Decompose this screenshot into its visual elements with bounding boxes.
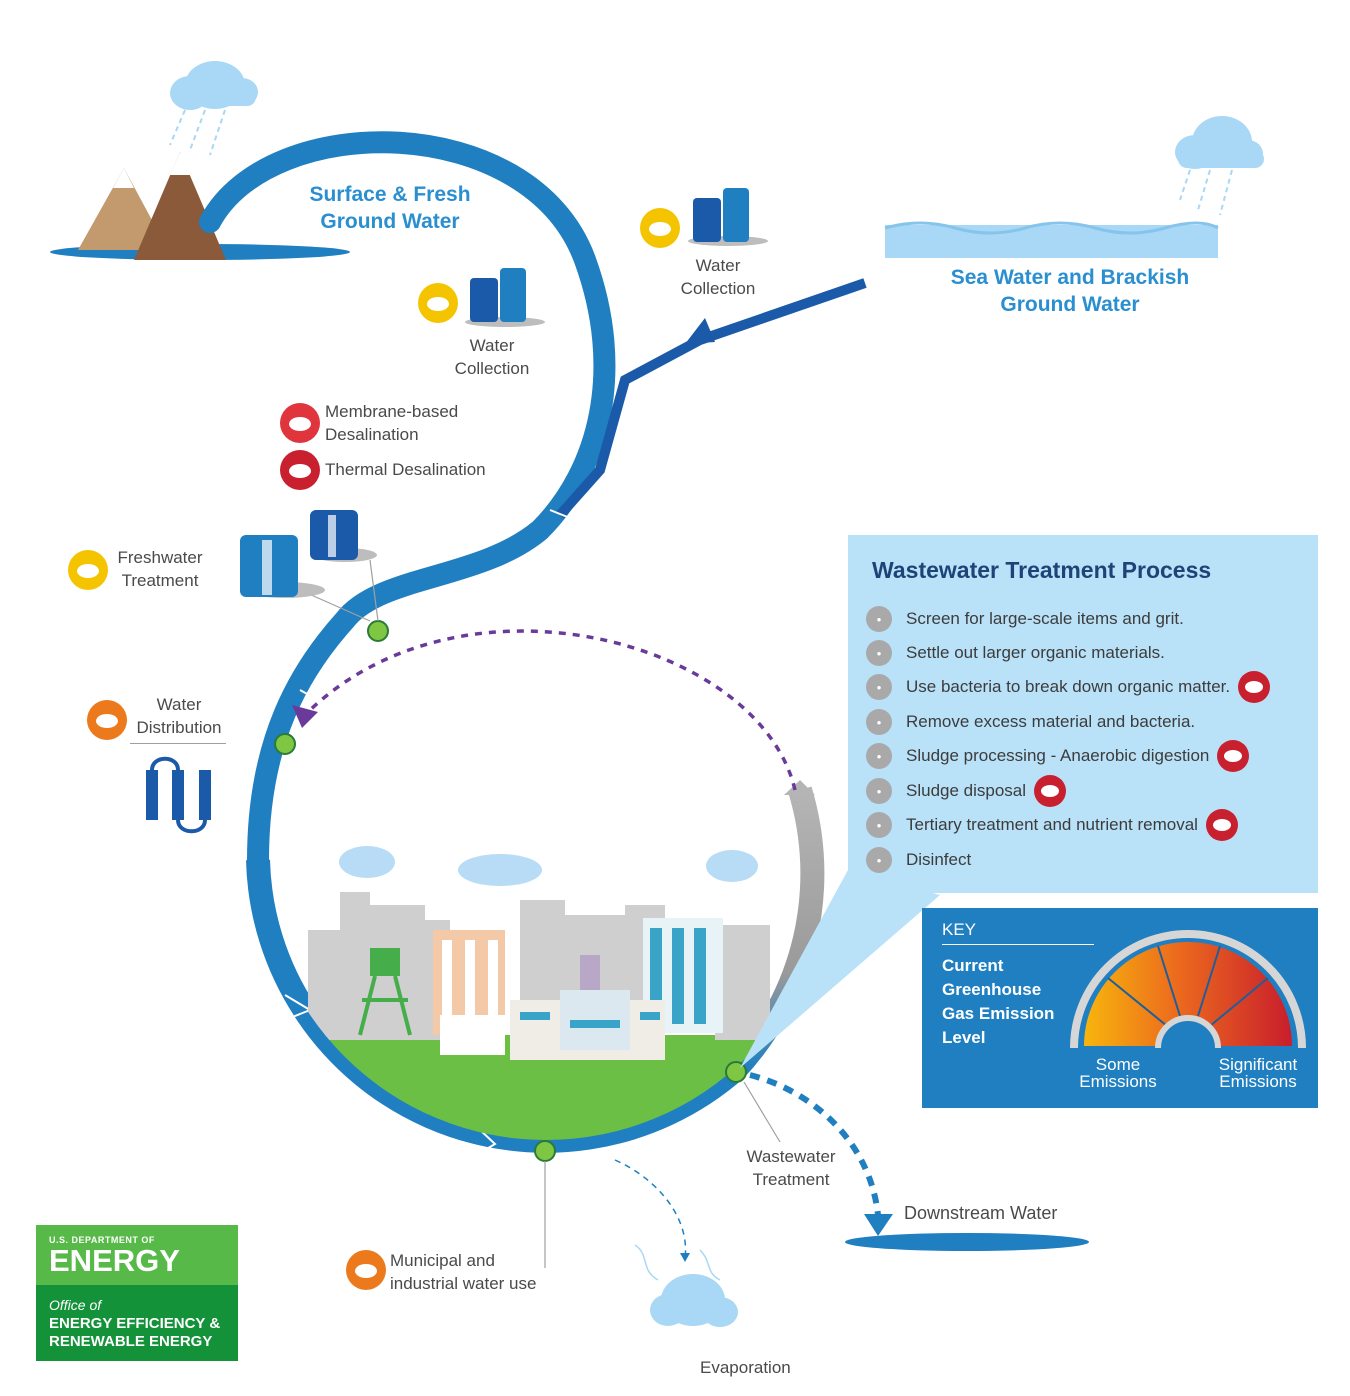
step-text: Sludge processing - Anaerobic digestion	[906, 746, 1210, 765]
step-icon: •	[866, 847, 892, 873]
thermal-desalination-label: Thermal Desalination	[325, 460, 486, 479]
wastewater-step: • Remove excess material and bacteria.	[866, 707, 1195, 737]
logo-office-text: Office of	[49, 1297, 102, 1313]
emission-gauge-icon	[1217, 740, 1250, 772]
chevron-down-icon	[685, 318, 715, 344]
key-low-label: Some Emissions	[1079, 1055, 1157, 1091]
wastewater-step: • Sludge disposal	[866, 775, 1067, 807]
step-icon: •	[866, 640, 892, 666]
step-icon: •	[866, 709, 892, 735]
wastewater-treatment-label: Wastewater Treatment	[746, 1147, 836, 1189]
membrane-desalination-label: Membrane-based Desalination	[325, 402, 459, 444]
wastewater-step: • Tertiary treatment and nutrient removal	[866, 809, 1238, 841]
water-collection-left-label: Water Collection	[454, 336, 530, 378]
water-distribution-label: Water Distribution	[136, 695, 222, 737]
sea-water-flow	[556, 278, 867, 519]
pipe-icon	[146, 756, 211, 834]
main-flow-path	[199, 131, 616, 871]
tank-icon	[240, 510, 377, 598]
wastewater-step: • Settle out larger organic materials.	[866, 638, 1165, 668]
step-text: Remove excess material and bacteria.	[906, 712, 1196, 731]
surface-water-title: Surface & Fresh Ground Water	[309, 183, 471, 233]
tank-icon	[688, 188, 768, 246]
tank-icon	[465, 268, 545, 327]
freshwater-treatment-label: Freshwater Treatment	[117, 548, 203, 590]
key-title: KEY	[942, 920, 977, 939]
cloud-icon	[169, 61, 258, 156]
wastewater-panel-title: Wastewater Treatment Process	[872, 557, 1212, 583]
logo-eere-text: ENERGY EFFICIENCY & RENEWABLE ENERGY	[49, 1315, 221, 1350]
step-text: Tertiary treatment and nutrient removal	[906, 815, 1198, 834]
step-icon: •	[866, 674, 892, 700]
emission-gauge-icon	[1205, 809, 1238, 841]
cloud-icon	[1175, 116, 1264, 216]
step-text: Sludge disposal	[906, 781, 1027, 800]
emission-gauge-icon	[1238, 671, 1271, 703]
sea-water-title: Sea Water and Brackish Ground Water	[950, 266, 1190, 316]
step-icon: •	[866, 778, 892, 804]
step-text: Settle out larger organic materials.	[906, 643, 1165, 662]
mountain-icon	[50, 152, 350, 260]
doe-logo: U.S. DEPARTMENT OF ENERGY Office of ENER…	[36, 1225, 238, 1361]
step-icon: •	[866, 743, 892, 769]
logo-dept-text: U.S. DEPARTMENT OF	[49, 1235, 155, 1245]
evaporation-label: Evaporation	[700, 1358, 791, 1377]
emission-gauge-icon	[1070, 930, 1306, 1049]
circle-flow	[246, 859, 743, 1153]
factory-icon	[261, 892, 831, 1140]
step-text: Disinfect	[906, 850, 972, 869]
key-description: Current Greenhouse Gas Emission Level	[942, 956, 1055, 1047]
step-icon: •	[866, 606, 892, 632]
step-text: Use bacteria to break down organic matte…	[906, 677, 1231, 696]
sea-icon	[884, 221, 1219, 258]
wastewater-step: • Disinfect	[866, 845, 971, 875]
key-high-label: Significant Emissions	[1218, 1055, 1298, 1091]
emission-gauge-icon	[1034, 775, 1067, 807]
water-collection-right-label: Water Collection	[680, 256, 756, 298]
cloud-icon	[650, 1274, 738, 1327]
wastewater-panel: Wastewater Treatment Process • Screen for…	[848, 535, 1318, 893]
key-legend: KEY Current Greenhouse Gas Emission Leve…	[922, 908, 1318, 1108]
recycle-flow	[303, 629, 797, 791]
step-icon: •	[866, 812, 892, 838]
wastewater-step: • Use bacteria to break down organic matt…	[866, 671, 1271, 703]
downstream-water-label: Downstream Water	[904, 1203, 1058, 1223]
logo-energy-text: ENERGY	[49, 1243, 180, 1278]
step-text: Screen for large-scale items and grit.	[906, 609, 1184, 628]
emission-gauge-icon	[68, 208, 680, 1290]
wastewater-step: • Sludge processing - Anaerobic digestion	[866, 740, 1250, 772]
municipal-use-label: Municipal and industrial water use	[390, 1251, 537, 1293]
wastewater-step: • Screen for large-scale items and grit.	[866, 604, 1184, 634]
